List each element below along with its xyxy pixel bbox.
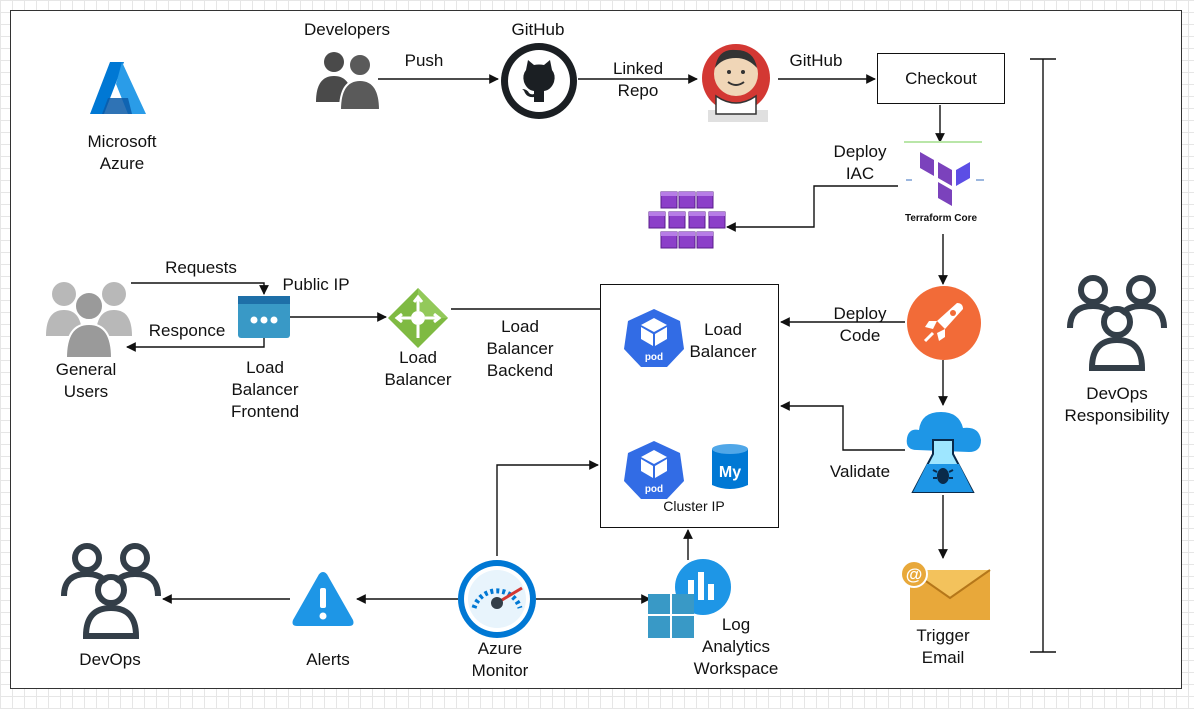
email-icon: @ xyxy=(900,560,991,620)
terraform-icon xyxy=(904,141,984,206)
load-balancer-icon xyxy=(388,288,448,348)
requests-label: Requests xyxy=(165,258,237,277)
pod-top-text: pod xyxy=(645,352,663,363)
github-checkout-label: GitHub xyxy=(789,51,843,70)
azure-monitor-icon xyxy=(458,560,536,638)
pod-icon-bottom: pod xyxy=(624,441,684,499)
public-ip-label: Public IP xyxy=(282,275,350,294)
deploy-iac-label: Deploy IAC xyxy=(833,142,887,183)
general-users-icon xyxy=(46,282,132,358)
general-users-label: General Users xyxy=(55,360,117,401)
linked-repo-label: Linked Repo xyxy=(612,59,664,100)
lb-frontend-label: Load Balancer Frontend xyxy=(230,358,300,421)
devops-responsibility-icon xyxy=(1067,275,1167,371)
svg-text:@: @ xyxy=(906,565,923,584)
devops-label: DevOps xyxy=(79,650,141,669)
aks-icon xyxy=(648,191,726,249)
devops-responsibility-label: DevOps Responsibility xyxy=(1064,384,1170,425)
devops-icon xyxy=(61,543,161,639)
github-icon xyxy=(501,43,577,119)
diagram-frame xyxy=(10,10,1182,689)
push-label: Push xyxy=(404,51,444,70)
trigger-email-label: Trigger Email xyxy=(916,626,970,667)
lb-backend-label: Load Balancer Backend xyxy=(486,317,554,380)
validate-label: Validate xyxy=(829,462,891,481)
deploy-rocket-icon xyxy=(907,286,981,360)
deploy-code-label: Deploy Code xyxy=(833,304,887,345)
mysql-icon: My xyxy=(712,444,748,489)
cluster-lb-label: Load Balancer xyxy=(689,320,757,361)
azure-monitor-label: Azure Monitor xyxy=(471,639,529,680)
developers-label: Developers xyxy=(304,20,390,39)
terraform-label: Terraform Core xyxy=(904,213,978,224)
load-balancer-label: Load Balancer xyxy=(384,348,452,389)
azure-label: Microsoft Azure xyxy=(87,132,157,173)
alert-icon xyxy=(292,572,354,626)
log-analytics-label: Log Analytics Workspace xyxy=(693,615,779,678)
responce-label: Responce xyxy=(148,321,226,340)
pod-bottom-text: pod xyxy=(645,484,663,495)
cluster-ip-label: Cluster IP xyxy=(663,498,725,514)
checkout-label: Checkout xyxy=(905,68,977,88)
log-analytics-icon xyxy=(648,559,731,638)
pod-icon-top: pod xyxy=(624,309,684,367)
public-ip-icon xyxy=(238,296,290,338)
alerts-label: Alerts xyxy=(306,650,350,669)
azure-logo-icon xyxy=(90,62,146,114)
mysql-text: My xyxy=(719,464,741,481)
jenkins-icon xyxy=(702,44,770,122)
validate-icon xyxy=(906,412,981,493)
checkout-box: Checkout xyxy=(877,53,1005,104)
github-label: GitHub xyxy=(511,20,565,39)
developers-icon xyxy=(316,52,382,110)
